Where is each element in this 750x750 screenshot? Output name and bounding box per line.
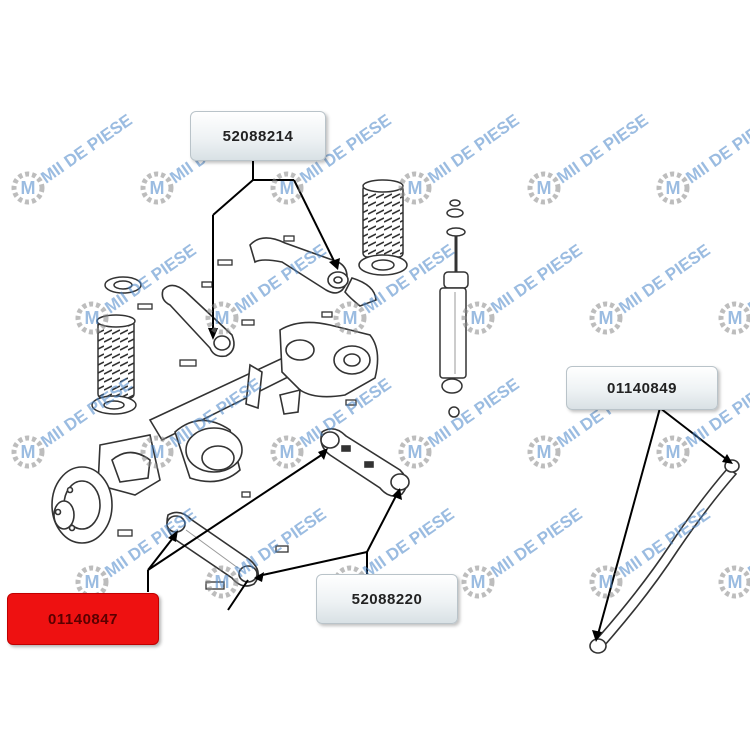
svg-text:M: M bbox=[728, 572, 743, 592]
svg-text:MII DE PIESE: MII DE PIESE bbox=[424, 374, 522, 451]
svg-text:M: M bbox=[471, 572, 486, 592]
svg-text:MII DE PIESE: MII DE PIESE bbox=[359, 504, 457, 581]
svg-text:M: M bbox=[150, 178, 165, 198]
shock-absorber bbox=[439, 199, 469, 418]
svg-text:MII DE PIESE: MII DE PIESE bbox=[744, 240, 750, 317]
svg-text:M: M bbox=[280, 442, 295, 462]
svg-text:MII DE PIESE: MII DE PIESE bbox=[231, 504, 329, 581]
svg-text:MII DE PIESE: MII DE PIESE bbox=[487, 240, 585, 317]
part-label-lower-arm: 52088220 bbox=[316, 574, 458, 624]
axle-housing bbox=[148, 321, 379, 483]
svg-text:M: M bbox=[85, 308, 100, 328]
right-coil-spring bbox=[358, 179, 408, 276]
svg-text:M: M bbox=[343, 308, 358, 328]
part-label-track-bar: 01140849 bbox=[566, 366, 718, 410]
upper-control-arm-rear bbox=[249, 237, 377, 307]
svg-text:M: M bbox=[599, 572, 614, 592]
leader-arrowheads bbox=[168, 258, 733, 642]
lower-control-arm-front bbox=[166, 511, 259, 587]
svg-text:MII DE PIESE: MII DE PIESE bbox=[424, 110, 522, 187]
svg-text:M: M bbox=[666, 442, 681, 462]
fasteners bbox=[117, 235, 357, 590]
svg-text:M: M bbox=[728, 308, 743, 328]
svg-text:M: M bbox=[537, 178, 552, 198]
svg-text:MII DE PIESE: MII DE PIESE bbox=[37, 110, 135, 187]
svg-text:MII DE PIESE: MII DE PIESE bbox=[615, 240, 713, 317]
svg-text:M: M bbox=[280, 178, 295, 198]
svg-text:M: M bbox=[599, 308, 614, 328]
leader-lines bbox=[147, 160, 731, 639]
upper-control-arm-front bbox=[161, 284, 235, 358]
svg-text:M: M bbox=[215, 572, 230, 592]
part-label-highlighted: 01140847 bbox=[7, 593, 159, 645]
svg-text:M: M bbox=[85, 572, 100, 592]
svg-text:MII DE PIESE: MII DE PIESE bbox=[553, 110, 651, 187]
svg-text:MII DE PIESE: MII DE PIESE bbox=[744, 504, 750, 581]
part-label-upper-arm: 52088214 bbox=[190, 111, 326, 161]
svg-text:M: M bbox=[215, 308, 230, 328]
lower-control-arm-rear bbox=[320, 428, 410, 497]
track-bar bbox=[589, 459, 740, 654]
svg-text:M: M bbox=[408, 442, 423, 462]
svg-text:M: M bbox=[150, 442, 165, 462]
svg-text:M: M bbox=[666, 178, 681, 198]
svg-text:M: M bbox=[471, 308, 486, 328]
svg-text:M: M bbox=[21, 178, 36, 198]
svg-text:M: M bbox=[537, 442, 552, 462]
svg-text:MII DE PIESE: MII DE PIESE bbox=[487, 504, 585, 581]
svg-text:MII DE PIESE: MII DE PIESE bbox=[682, 110, 750, 187]
left-coil-spring bbox=[91, 276, 142, 415]
svg-text:M: M bbox=[408, 178, 423, 198]
svg-text:M: M bbox=[21, 442, 36, 462]
